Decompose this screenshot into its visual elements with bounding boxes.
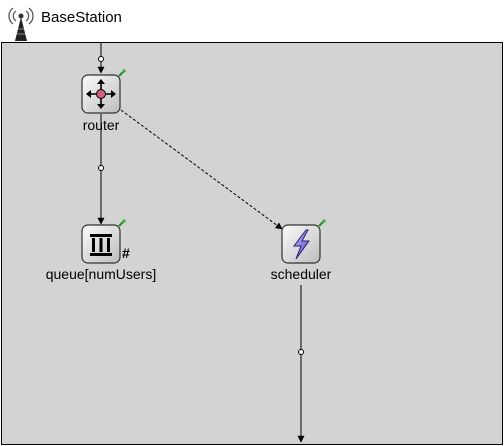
vector-marker: # (122, 245, 130, 261)
scheduler-icon (281, 224, 321, 264)
compound-module-canvas[interactable] (1, 42, 503, 445)
module-title: BaseStation (41, 9, 122, 26)
queue-module[interactable] (81, 224, 121, 264)
queue-label: queue[numUsers] (45, 266, 157, 282)
scheduler-label: scheduler (270, 266, 332, 282)
antenna-tower-icon (8, 7, 34, 41)
scheduler-module[interactable] (281, 224, 321, 264)
scheduler-status-dot (318, 219, 326, 227)
queue-status-dot (118, 219, 126, 227)
queue-icon (81, 224, 121, 264)
router-status-dot (118, 69, 126, 77)
router-module[interactable] (81, 74, 121, 114)
router-label: router (82, 117, 120, 133)
router-icon (81, 74, 121, 114)
